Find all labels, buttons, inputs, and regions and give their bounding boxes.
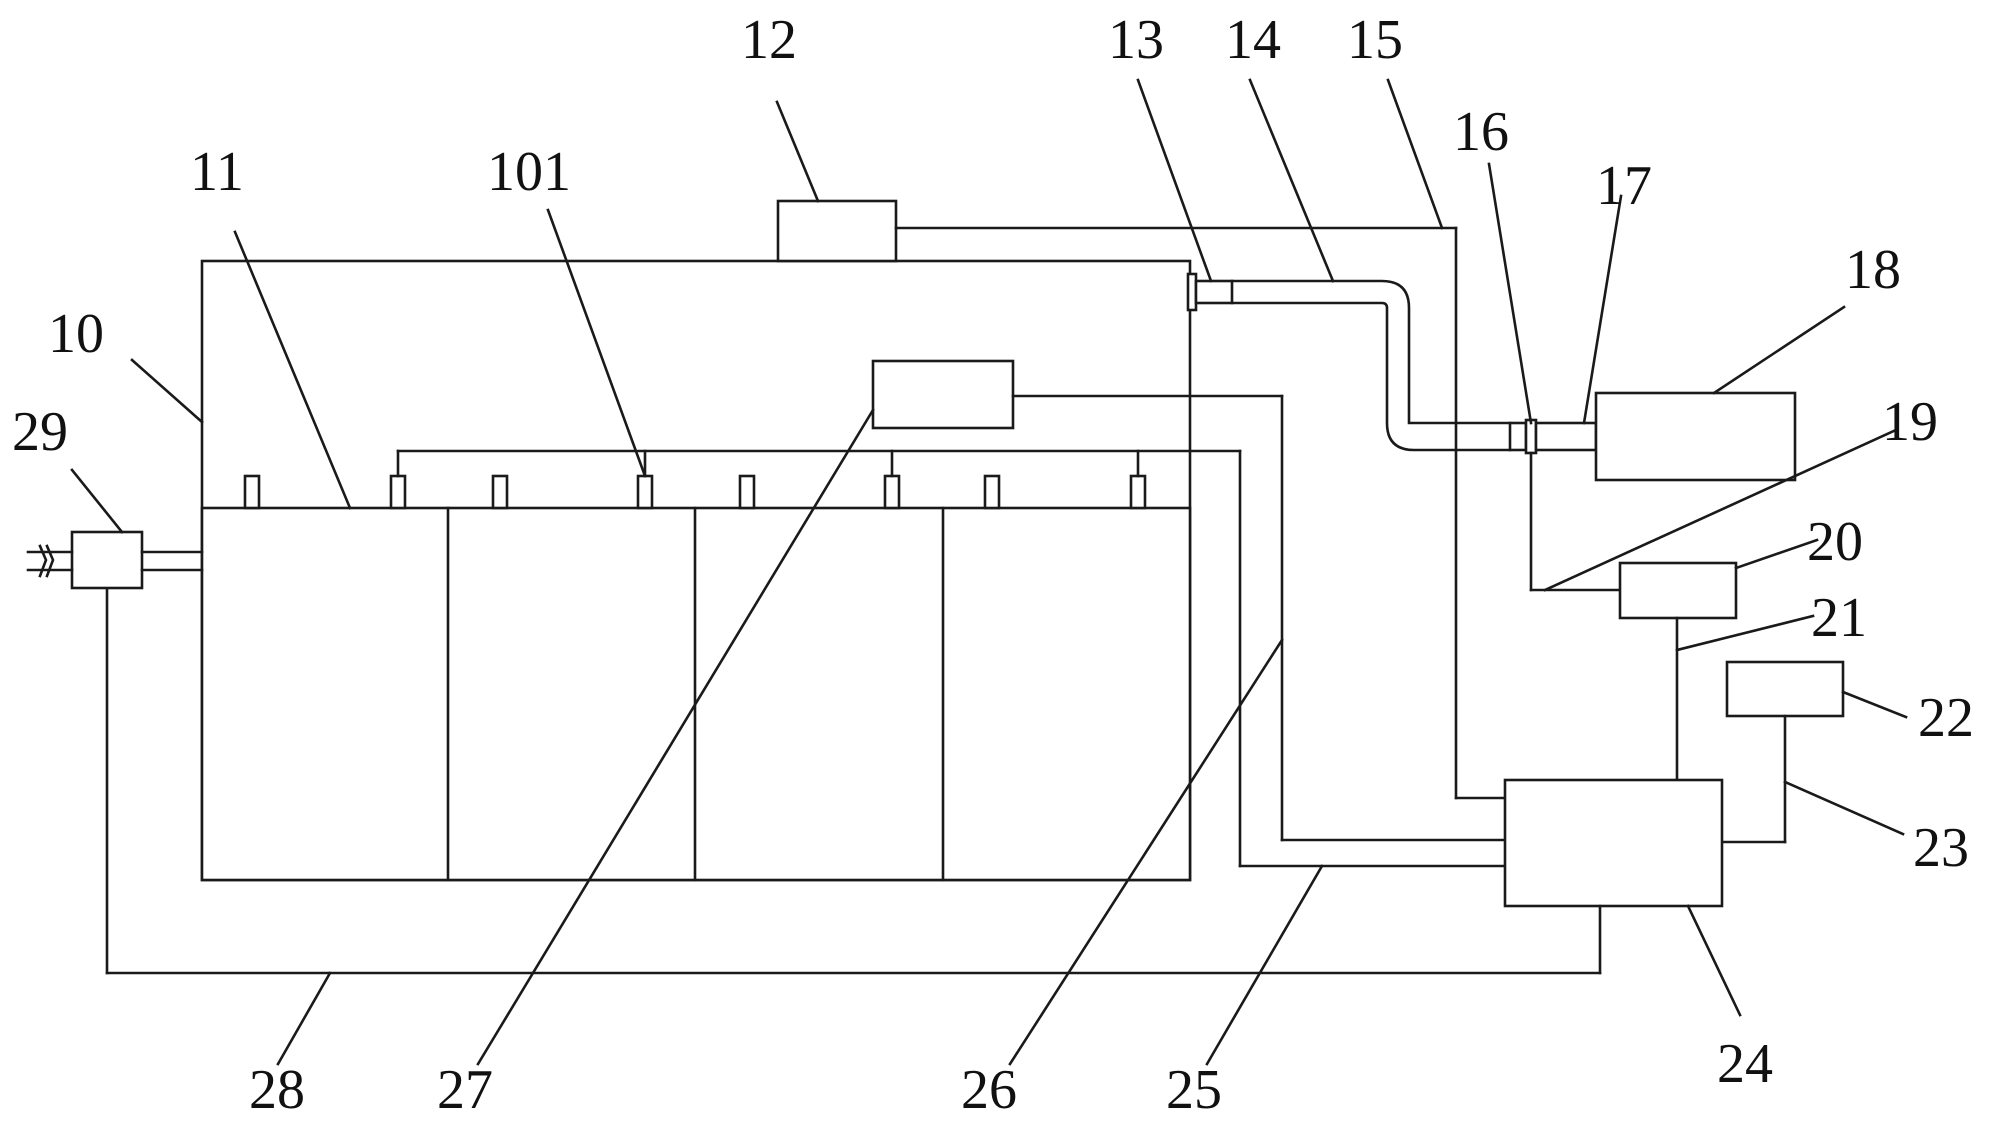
label-18: 18 <box>1845 239 1901 301</box>
exhaust-device-box <box>1594 391 1797 482</box>
terminal-posts <box>243 474 1147 510</box>
terminal-post <box>491 474 509 510</box>
label-21: 21 <box>1811 587 1867 649</box>
label-12: 12 <box>741 9 797 71</box>
controller-box <box>1503 778 1724 908</box>
label-25: 25 <box>1166 1059 1222 1121</box>
label-24: 24 <box>1717 1033 1773 1095</box>
label-14: 14 <box>1225 9 1281 71</box>
label-13: 13 <box>1108 9 1164 71</box>
display-box <box>1725 660 1845 718</box>
label-10: 10 <box>48 303 104 365</box>
terminal-post <box>738 474 756 510</box>
leader-lines <box>70 78 1908 1066</box>
label-11: 11 <box>190 141 244 203</box>
label-17: 17 <box>1596 155 1652 217</box>
top-unit-box <box>776 199 898 263</box>
label-19: 19 <box>1882 391 1938 453</box>
inlet-valve <box>26 530 204 590</box>
terminal-post <box>1129 474 1147 510</box>
terminal-post <box>636 474 654 510</box>
inlet-valve-box <box>70 530 144 590</box>
module-wire <box>1011 394 1507 842</box>
internal-module-box <box>871 359 1015 430</box>
label-28: 28 <box>249 1059 305 1121</box>
label-101: 101 <box>487 141 571 203</box>
terminal-post <box>883 474 901 510</box>
label-23: 23 <box>1913 817 1969 879</box>
label-15: 15 <box>1347 9 1403 71</box>
bottom-wire <box>105 586 1602 975</box>
sensor-box <box>1618 561 1738 620</box>
label-26: 26 <box>961 1059 1017 1121</box>
label-27: 27 <box>437 1059 493 1121</box>
label-16: 16 <box>1453 101 1509 163</box>
label-20: 20 <box>1807 511 1863 573</box>
top-unit-wire <box>894 226 1507 800</box>
reference-labels: 10 11 12 13 14 15 16 17 18 19 20 21 22 2… <box>12 9 1974 1121</box>
terminal-post <box>243 474 261 510</box>
terminal-post <box>983 474 1001 510</box>
sensor-bus <box>396 449 1507 868</box>
exhaust-pipe <box>1186 272 1598 455</box>
label-29: 29 <box>12 401 68 463</box>
display-wire <box>1720 714 1787 844</box>
label-22: 22 <box>1918 687 1974 749</box>
terminal-post <box>389 474 407 510</box>
